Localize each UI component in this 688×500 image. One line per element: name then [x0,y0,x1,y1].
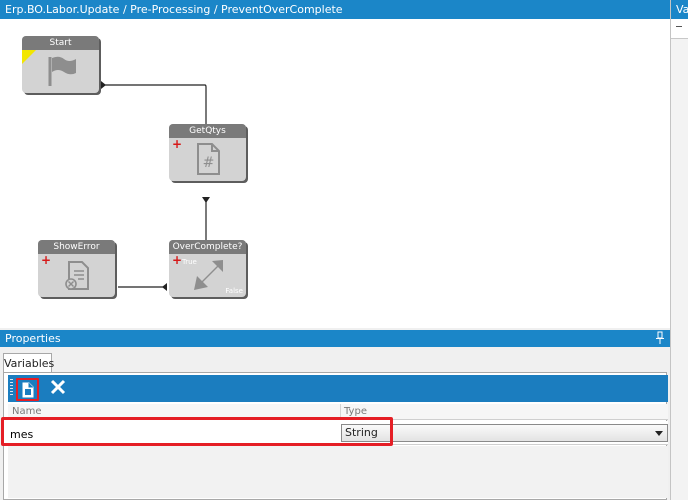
node-getqtys[interactable]: GetQtys + # [169,124,246,181]
flag-icon [48,56,76,86]
workflow-canvas[interactable]: Start GetQtys + # ShowError + [0,19,670,328]
node-overcomplete[interactable]: OverComplete? + True False [169,240,246,297]
properties-panel: Properties Variables [0,330,670,500]
document-error-icon [65,261,89,290]
tab-variables[interactable]: Variables [3,353,54,373]
variable-type-select[interactable]: String [341,424,668,442]
toolbar-grip[interactable] [10,379,13,397]
diagonal-arrow-icon [194,260,223,290]
variables-toolbar [8,375,668,402]
expand-plus-icon[interactable]: + [172,137,183,151]
node-start[interactable]: Start [22,36,99,93]
side-panel-header: Va [671,0,688,19]
node-showerror[interactable]: ShowError + [38,240,115,297]
new-document-icon [22,382,34,398]
hash-document-icon: # [197,143,220,175]
workflow-connectors [100,81,210,291]
svg-text:#: # [203,155,215,171]
node-getqtys-title: GetQtys [169,124,246,138]
grid-empty-area [8,446,668,498]
designer-header: Erp.BO.Labor.Update / Pre-Processing / P… [0,0,670,19]
variables-side-panel: Va [670,0,688,500]
start-corner-marker [22,50,36,64]
side-panel-subheader [671,19,688,39]
column-header-type[interactable]: Type [344,406,367,417]
true-branch-label: True [182,258,197,266]
new-variable-button[interactable] [16,378,39,401]
variable-type-value: String [345,426,378,439]
pin-icon[interactable] [655,331,665,345]
workflow-designer-panel: Erp.BO.Labor.Update / Pre-Processing / P… [0,0,670,328]
properties-header: Properties [0,330,670,347]
highlight-box [1,417,393,446]
column-header-name[interactable]: Name [12,406,42,417]
node-overcomplete-title: OverComplete? [169,240,246,254]
node-showerror-title: ShowError [38,240,115,254]
node-start-title: Start [22,36,99,50]
false-branch-label: False [225,287,243,295]
properties-title: Properties [5,332,61,345]
chevron-down-icon[interactable] [655,431,663,436]
variable-name-input[interactable] [8,424,338,444]
column-divider[interactable] [340,404,341,420]
expand-plus-icon[interactable]: + [172,253,183,267]
side-panel-marker [676,26,682,27]
delete-x-icon [50,379,66,395]
expand-plus-icon[interactable]: + [41,253,52,267]
delete-variable-button[interactable] [48,378,68,398]
